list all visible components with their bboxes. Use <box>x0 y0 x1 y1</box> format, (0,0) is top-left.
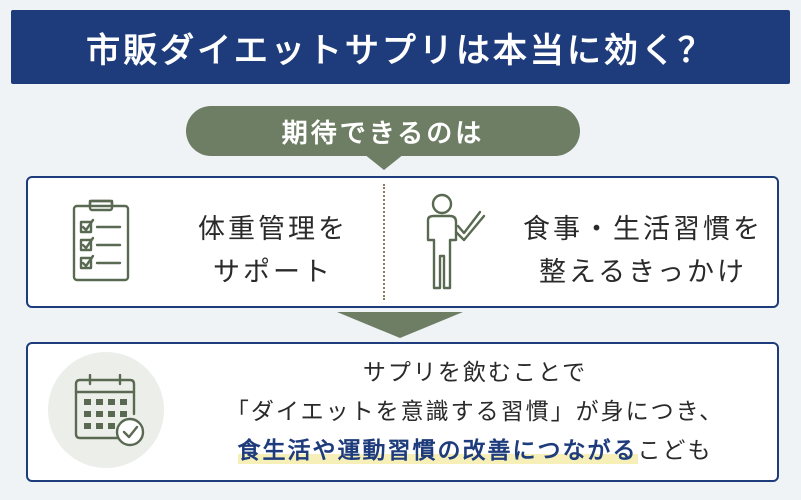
calendar-icon-circle <box>48 352 164 468</box>
benefits-panel: 体重管理を サポート 食事・生活習慣を 整えるきっかけ <box>26 176 779 308</box>
calendar-check-icon <box>74 373 146 452</box>
expectation-pill: 期待できるのは <box>186 106 580 156</box>
result-highlight: 食生活や運動習慣の改善につながる <box>237 438 638 464</box>
person-check-icon <box>420 192 492 296</box>
result-panel: サプリを飲むことで 「ダイエットを意識する習慣」が身につき、 食生活や運動習慣の… <box>26 342 779 482</box>
result-line3-tail: こども <box>637 438 713 464</box>
expectation-label: 期待できるのは <box>281 118 485 149</box>
benefit-weight-line1: 体重管理を <box>198 214 348 245</box>
result-line1: サプリを飲むことで <box>362 360 588 386</box>
page-title: 市販ダイエットサプリは本当に効く？ <box>86 30 715 71</box>
benefit-habit-line1: 食事・生活習慣を <box>523 214 763 245</box>
result-line3: 食生活や運動習慣の改善につながるこども <box>178 432 772 471</box>
pill-pointer <box>364 154 404 170</box>
benefit-habit-line2: 整えるきっかけ <box>538 257 748 288</box>
benefit-weight-text: 体重管理を サポート <box>158 208 388 294</box>
dotted-divider <box>383 184 385 300</box>
clipboard-checklist-icon <box>72 198 130 286</box>
benefit-weight-line2: サポート <box>213 257 333 288</box>
result-line2: 「ダイエットを意識する習慣」が身につき、 <box>225 399 725 425</box>
result-text: サプリを飲むことで 「ダイエットを意識する習慣」が身につき、 食生活や運動習慣の… <box>178 354 772 471</box>
benefit-habit-text: 食事・生活習慣を 整えるきっかけ <box>513 208 773 294</box>
down-arrow <box>337 312 463 338</box>
page-title-banner: 市販ダイエットサプリは本当に効く？ <box>11 10 790 84</box>
